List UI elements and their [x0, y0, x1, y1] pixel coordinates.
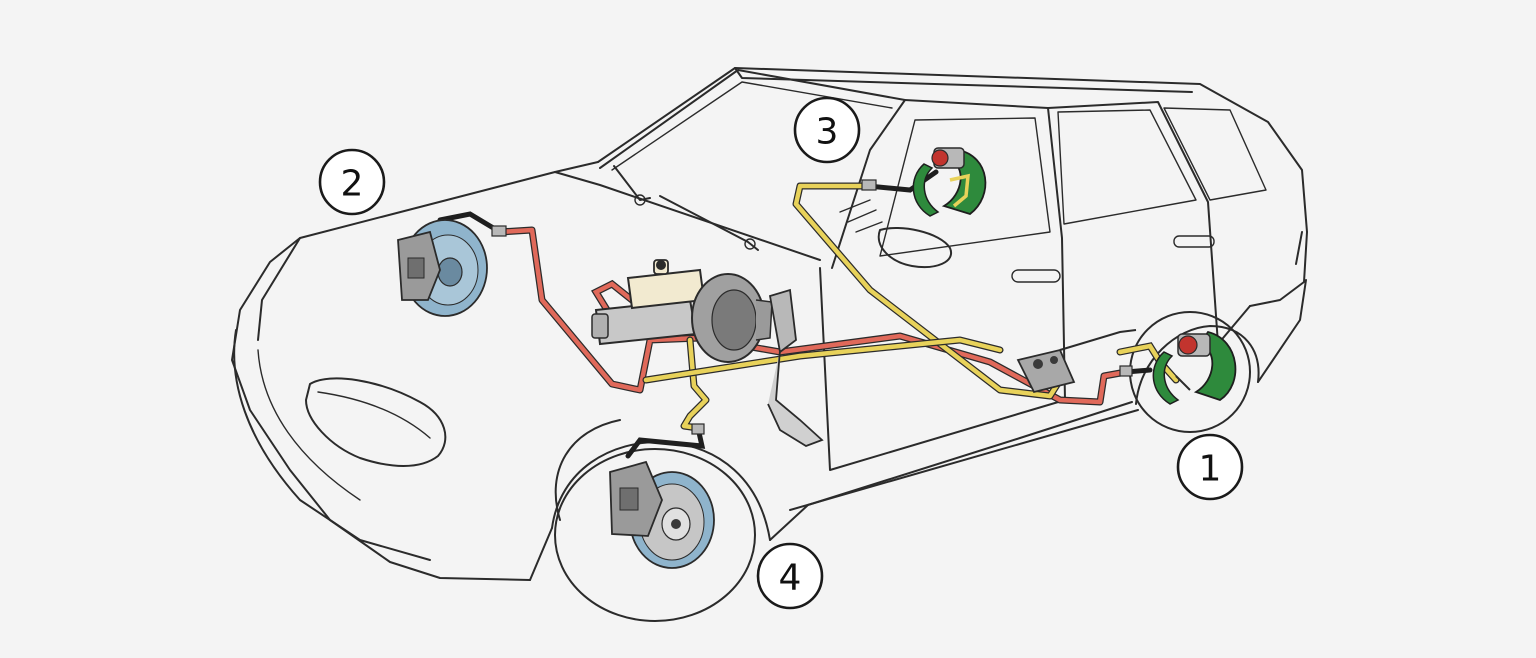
brake-hose — [437, 211, 503, 235]
callout-4-label: 4 — [779, 558, 802, 599]
callout-3-label: 3 — [816, 112, 839, 153]
callout-2-label: 2 — [341, 164, 364, 205]
disc-brake-icon — [609, 460, 715, 569]
drum-brake-icon — [1152, 330, 1237, 405]
callout-1: 1 — [1176, 433, 1244, 501]
callout-3: 3 — [793, 96, 861, 164]
brake-booster-icon — [691, 273, 773, 363]
callout-2: 2 — [318, 148, 386, 216]
drum-brake-icon — [912, 147, 987, 217]
brake-pedal-icon — [767, 288, 824, 447]
disc-brake-icon — [397, 219, 488, 317]
brake-lines — [437, 169, 1180, 459]
callout-4: 4 — [756, 542, 824, 610]
pressure-regulator-icon — [1016, 329, 1137, 394]
callout-1-label: 1 — [1199, 449, 1222, 490]
reservoir — [626, 268, 706, 310]
master-cylinder-icon — [591, 259, 706, 346]
